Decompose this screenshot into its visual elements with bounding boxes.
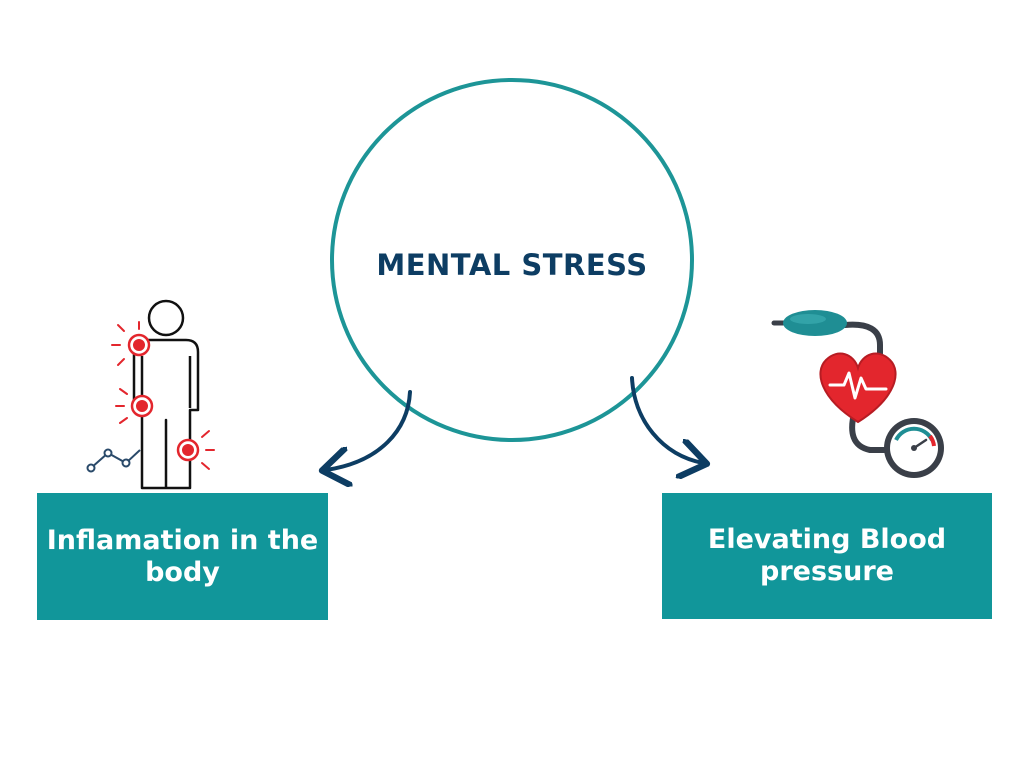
heart-icon	[819, 352, 897, 424]
left-effect-label: Inflamation in the body	[46, 524, 319, 588]
inflammation-point-knee	[176, 430, 215, 470]
left-effect-box: Inflamation in the body	[37, 493, 328, 620]
right-arrow	[630, 376, 703, 463]
left-arrow	[326, 390, 412, 470]
trend-line-icon	[86, 448, 141, 473]
pump-bulb-icon	[771, 310, 847, 336]
pressure-gauge-icon	[884, 418, 944, 478]
right-effect-box: Elevating Blood pressure	[662, 493, 992, 619]
inflammation-point-hip	[115, 388, 154, 424]
right-effect-label: Elevating Blood pressure	[707, 524, 947, 587]
center-label: MENTAL STRESS	[376, 248, 648, 282]
inflammation-points	[111, 321, 215, 470]
inflammation-point-shoulder	[111, 321, 151, 366]
center-circle	[330, 78, 694, 442]
